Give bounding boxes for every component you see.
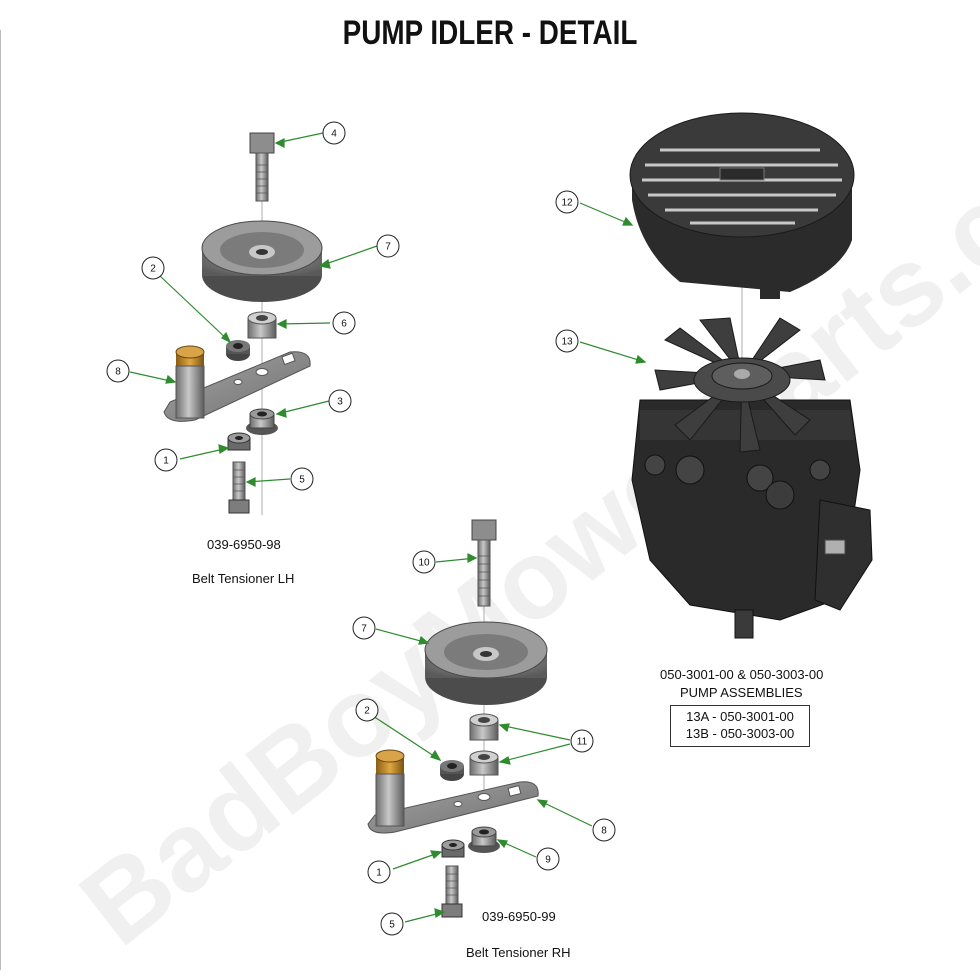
callout-right-assembly-7: 7	[352, 616, 376, 640]
callout-circle	[355, 698, 379, 722]
callout-circle	[570, 729, 594, 753]
spacer-11-icon	[469, 713, 499, 776]
callout-left-assembly-3: 3	[328, 389, 352, 413]
callout-left-assembly-8: 8	[106, 359, 130, 383]
tensioner-arm-8b-icon	[367, 749, 539, 834]
callout-number: 13	[561, 337, 573, 348]
pump-heading-line2: PUMP ASSEMBLIES	[680, 685, 803, 700]
right-part-number: 039-6950-99	[482, 909, 556, 924]
left-assembly-name: Belt Tensioner LH	[192, 571, 295, 586]
leader-lines	[129, 132, 647, 923]
callout-left-assembly-1: 1	[154, 448, 178, 472]
callout-circle	[555, 190, 579, 214]
bolt-5b-icon	[441, 865, 463, 918]
left-belt-tensioner	[163, 132, 323, 515]
callout-pump-13: 13	[555, 329, 579, 353]
right-belt-tensioner	[367, 519, 548, 918]
callout-left-assembly-4: 4	[322, 121, 346, 145]
pulley-7b-icon	[424, 621, 548, 705]
callout-number: 6	[341, 319, 347, 330]
callout-left-assembly-5: 5	[290, 467, 314, 491]
bolt-5-icon	[228, 461, 250, 514]
hydraulic-pump-13-icon	[631, 317, 873, 639]
flange-nut-3-icon	[246, 408, 278, 435]
callout-circle	[376, 234, 400, 258]
callout-number: 5	[299, 475, 305, 486]
callout-right-assembly-1: 1	[367, 860, 391, 884]
callout-number: 8	[601, 826, 607, 837]
right-assembly-name: Belt Tensioner RH	[466, 945, 571, 960]
callout-circle	[592, 818, 616, 842]
nut-2-icon	[226, 340, 250, 361]
pump-table-row-b: 13B - 050-3003-00	[685, 726, 795, 741]
pump-part-table: 13A - 050-3001-00 13B - 050-3003-00	[670, 705, 810, 747]
nut-2b-icon	[440, 760, 464, 781]
callout-circle	[290, 467, 314, 491]
spacer-6-icon	[247, 311, 277, 339]
callout-number: 11	[577, 737, 588, 748]
callout-circle	[412, 550, 436, 574]
tensioner-arm-8-icon	[163, 345, 311, 422]
callout-number: 7	[385, 242, 391, 253]
callout-circle	[154, 448, 178, 472]
callout-number: 10	[418, 558, 430, 569]
pump-table-row-a: 13A - 050-3001-00	[686, 709, 794, 724]
callout-number: 2	[150, 264, 156, 275]
callout-number: 7	[361, 624, 367, 635]
callout-circle	[367, 860, 391, 884]
callout-number: 5	[389, 920, 395, 931]
callout-right-assembly-11: 11	[570, 729, 594, 753]
nut-1b-icon	[441, 839, 465, 858]
fan-guard-12-icon	[629, 112, 855, 299]
callout-circle	[322, 121, 346, 145]
callout-number: 1	[163, 456, 169, 467]
callout-pump-12: 12	[555, 190, 579, 214]
callout-number: 8	[115, 367, 121, 378]
callout-left-assembly-6: 6	[332, 311, 356, 335]
callout-circle	[536, 847, 560, 871]
callout-number: 2	[364, 706, 370, 717]
callout-number: 12	[561, 198, 573, 209]
bolt-10-icon	[471, 519, 497, 607]
left-part-number: 039-6950-98	[207, 537, 281, 552]
callout-right-assembly-5: 5	[380, 912, 404, 936]
callout-circle	[352, 616, 376, 640]
callout-circle	[555, 329, 579, 353]
callout-circle	[141, 256, 165, 280]
callout-right-assembly-2: 2	[355, 698, 379, 722]
callout-number: 3	[337, 397, 343, 408]
callout-right-assembly-8: 8	[592, 818, 616, 842]
pump-assembly	[629, 112, 873, 639]
callout-number: 4	[331, 129, 337, 140]
callout-circle	[380, 912, 404, 936]
callout-number: 1	[376, 868, 382, 879]
callout-circle	[106, 359, 130, 383]
callout-right-assembly-9: 9	[536, 847, 560, 871]
page-title: PUMP IDLER - DETAIL	[342, 14, 638, 52]
callout-number: 9	[545, 855, 551, 866]
pulley-7-icon	[201, 220, 323, 302]
callout-left-assembly-7: 7	[376, 234, 400, 258]
callout-circle	[332, 311, 356, 335]
callout-left-assembly-2: 2	[141, 256, 165, 280]
callout-right-assembly-10: 10	[412, 550, 436, 574]
callout-circle	[328, 389, 352, 413]
pump-heading-line1: 050-3001-00 & 050-3003-00	[660, 667, 824, 682]
nut-1-icon	[227, 432, 251, 451]
page-border-line	[0, 30, 1, 970]
callout-circles: 4 7 2 6 8 3 1 5 10 7 2 11 8 1 9 5 12 13	[106, 121, 616, 936]
bolt-4-icon	[249, 132, 275, 202]
flange-nut-9-icon	[468, 826, 500, 853]
